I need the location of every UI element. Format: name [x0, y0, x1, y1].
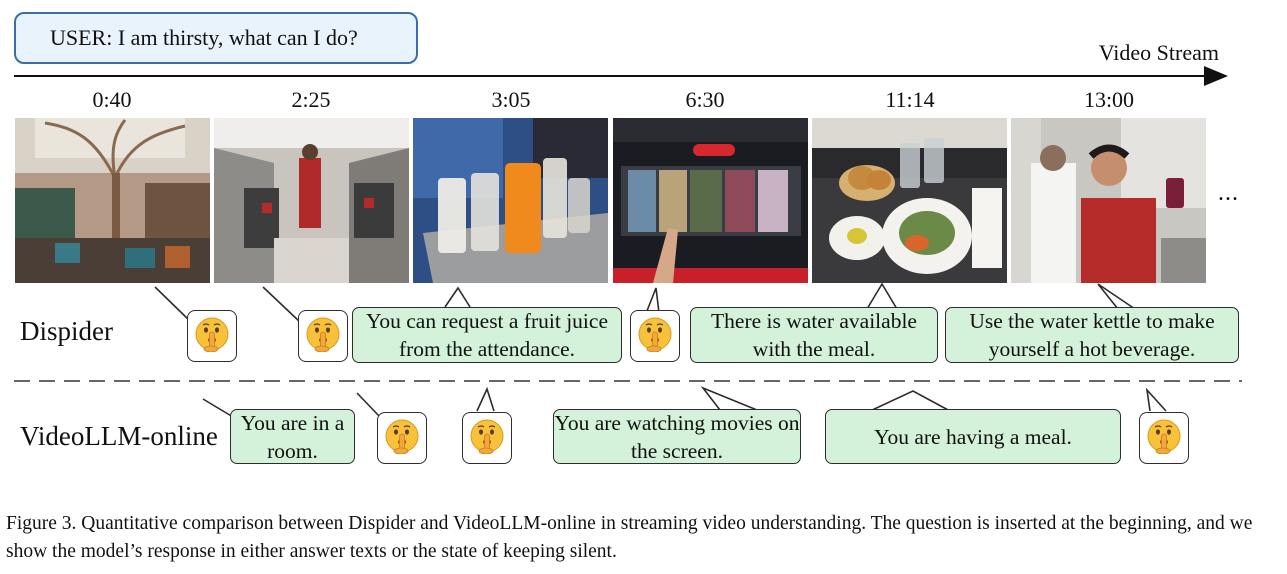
- videollm-tail-3: [476, 386, 495, 412]
- dispider-tail-6: [1097, 283, 1136, 310]
- video-frame-lounge: [15, 118, 210, 283]
- silent-bubble: [630, 310, 680, 362]
- dispider-tail-3: [444, 286, 471, 308]
- silent-bubble: [1139, 412, 1189, 464]
- user-prompt-box: USER: I am thirsty, what can I do?: [14, 12, 418, 64]
- timestamp: 3:05: [491, 87, 531, 112]
- video-frame-cabin: [214, 118, 409, 283]
- videollm-response-meal: You are having a meal.: [825, 409, 1121, 464]
- row-label-videollm-online: VideoLLM-online: [20, 421, 218, 451]
- timestamp: 13:00: [1083, 87, 1135, 112]
- dispider-tail-2: [262, 286, 301, 323]
- silent-bubble: [298, 310, 348, 362]
- silent-bubble: [462, 412, 512, 464]
- shushing-face-icon: [194, 316, 230, 357]
- dispider-response-water: There is water available with the meal.: [690, 307, 938, 363]
- videollm-tail-4: [700, 386, 758, 411]
- silent-bubble: [377, 412, 427, 464]
- shushing-face-icon: [1146, 418, 1182, 459]
- more-frames-ellipsis: ...: [1218, 180, 1239, 206]
- dispider-response-kettle: Use the water kettle to make yourself a …: [945, 307, 1239, 363]
- dispider-response-juice: You can request a fruit juice from the a…: [352, 307, 622, 363]
- shushing-face-icon: [305, 316, 341, 357]
- video-stream-label: Video Stream: [1098, 40, 1219, 65]
- videollm-tail-5: [869, 390, 951, 412]
- videollm-tail-2: [356, 392, 381, 418]
- videollm-tail-6: [1145, 387, 1167, 412]
- video-frame-movies: [613, 118, 808, 283]
- videollm-response-movies: You are watching movies on the screen.: [553, 409, 801, 464]
- user-prompt-text: USER: I am thirsty, what can I do?: [50, 25, 358, 50]
- row-label-dispider: Dispider: [20, 316, 113, 346]
- shushing-face-icon: [384, 418, 420, 459]
- timestamp: 6:30: [685, 87, 725, 112]
- shushing-face-icon: [469, 418, 505, 459]
- silent-bubble: [187, 310, 237, 362]
- shushing-face-icon: [637, 316, 673, 357]
- dispider-tail-1: [154, 286, 191, 322]
- dispider-tail-5: [866, 282, 898, 310]
- video-frame-meal: [812, 118, 1007, 283]
- timestamp: 11:14: [885, 87, 935, 112]
- timestamp: 0:40: [92, 87, 132, 112]
- timestamp: 2:25: [291, 87, 331, 112]
- figure-caption: Figure 3. Quantitative comparison betwee…: [6, 513, 1253, 562]
- video-frame-juice: [413, 118, 608, 283]
- videollm-response-room: You are in a room.: [230, 409, 355, 464]
- video-frame-galley: [1011, 118, 1206, 283]
